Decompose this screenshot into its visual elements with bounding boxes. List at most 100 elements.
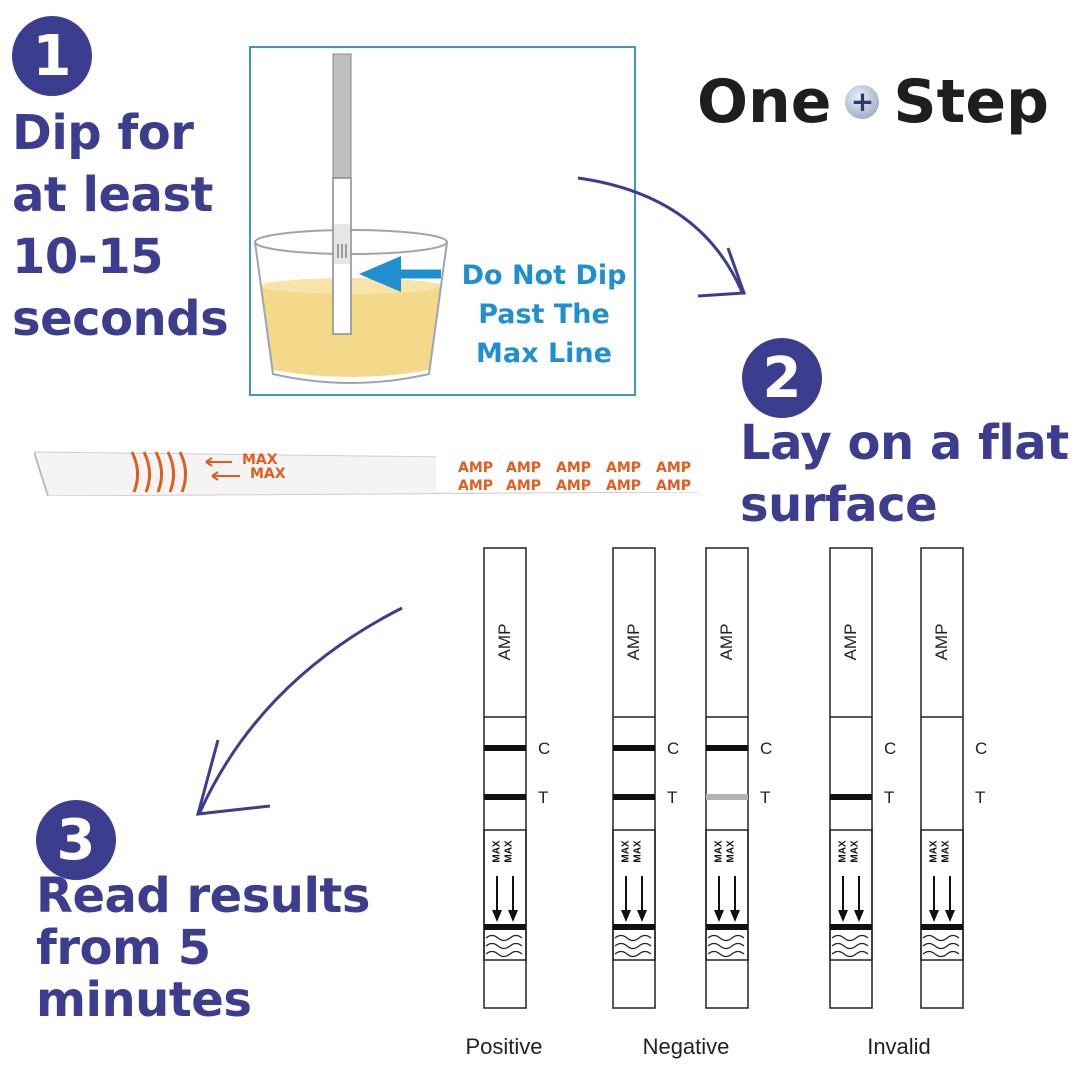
- cassette-body: [483, 547, 527, 1009]
- cassette-amp-label: AMP: [717, 623, 736, 661]
- result-category-invalid: Invalid: [867, 1034, 931, 1059]
- absorbent-wave: [831, 934, 869, 942]
- strip-amp-label: AMP: [458, 478, 494, 494]
- cassette-max-label: MAX: [928, 840, 940, 863]
- brand-word-step: Step: [893, 67, 1049, 137]
- absorbent-wave: [707, 950, 745, 958]
- control-line: [484, 745, 526, 751]
- absorbent-wave: [922, 942, 960, 950]
- strip-amp-label: AMP: [656, 460, 692, 476]
- step-1-text: Dip for at least 10-15 seconds: [12, 105, 229, 347]
- cassette-test-label: T: [884, 788, 895, 807]
- test-line: [830, 794, 872, 800]
- cup-and-strip-illustration: [254, 53, 448, 384]
- cassette-body: [705, 547, 749, 1009]
- cassette-control-label: C: [667, 739, 680, 758]
- cassette-control-label: C: [884, 739, 897, 758]
- strip-absorbent-arcs: [130, 451, 187, 493]
- max-arrow-head: [359, 256, 401, 292]
- cassette-control-label: C: [538, 739, 551, 758]
- absorbent-wave: [922, 934, 960, 942]
- cassette-max-label: MAX: [491, 840, 503, 863]
- cassette-sample-zone: [483, 829, 527, 961]
- step-1-badge: 1: [12, 16, 92, 96]
- cassette-max-label: MAX: [940, 840, 952, 863]
- max-line: [830, 924, 872, 930]
- step-3-number: 3: [56, 807, 96, 873]
- dip-instruction-text: Do Not Dip Past The Max Line: [461, 260, 627, 369]
- strip-amp-label: AMP: [606, 460, 642, 476]
- absorbent-wave: [614, 950, 652, 958]
- max-arrow-head: [637, 910, 647, 922]
- strip-shape: [34, 451, 698, 496]
- strip-amp-label: AMP: [506, 460, 542, 476]
- cassette-test-label: T: [975, 788, 986, 807]
- arrow-step2-to-step3: [198, 606, 403, 813]
- absorbent-wave: [614, 934, 652, 942]
- step-2-badge: 2: [742, 338, 822, 418]
- brand-logo: One + Step: [697, 62, 1049, 142]
- strip-amp-label: AMP: [606, 478, 642, 494]
- strip-amp-label: AMP: [656, 478, 692, 494]
- result-category-positive: Positive: [465, 1034, 543, 1059]
- max-arrow-head: [838, 910, 848, 922]
- max-arrow-head: [714, 910, 724, 922]
- step-3-badge: 3: [36, 800, 116, 880]
- max-line: [921, 924, 963, 930]
- max-arrow-head: [945, 910, 955, 922]
- cassette-body: [612, 547, 656, 1009]
- test-line: [484, 794, 526, 800]
- cassette-test-label: T: [760, 788, 771, 807]
- max-line: [613, 924, 655, 930]
- max-line: [706, 924, 748, 930]
- strip-max-label-2: MAX: [250, 466, 286, 482]
- control-line: [613, 745, 655, 751]
- strip-amp-label: AMP: [506, 478, 542, 494]
- test-line: [613, 794, 655, 800]
- max-arrow-head: [621, 910, 631, 922]
- step-2-text: Lay on a flat surface: [740, 415, 1069, 533]
- control-line: [706, 745, 748, 751]
- arrow-step1-to-step2: [577, 176, 744, 293]
- cassette-control-label: C: [975, 739, 988, 758]
- arrow-step2-to-step3-head: [195, 739, 271, 816]
- cassette-max-label: MAX: [632, 840, 644, 863]
- arrow-step1-to-step2-head: [697, 247, 747, 298]
- cassette-sample-zone: [829, 829, 873, 961]
- cassette-max-label: MAX: [725, 840, 737, 863]
- max-arrow-body: [401, 270, 441, 278]
- cassette-sample-zone: [612, 829, 656, 961]
- cassette-test-label: T: [667, 788, 678, 807]
- cassette-max-label: MAX: [620, 840, 632, 863]
- brand-word-one: One: [697, 67, 832, 137]
- step-3-text: Read results from 5 minutes: [36, 868, 370, 1028]
- cassette-test-label: T: [538, 788, 549, 807]
- max-arrow-head: [929, 910, 939, 922]
- step-1-number: 1: [32, 23, 72, 89]
- cassette-max-label: MAX: [713, 840, 725, 863]
- absorbent-wave: [707, 934, 745, 942]
- absorbent-wave: [485, 942, 523, 950]
- absorbent-wave: [485, 950, 523, 958]
- cassette-max-label: MAX: [849, 840, 861, 863]
- strip-amp-label: AMP: [556, 478, 592, 494]
- max-arrow-head: [508, 910, 518, 922]
- max-arrow-head: [730, 910, 740, 922]
- absorbent-wave: [614, 942, 652, 950]
- cassette-amp-label: AMP: [624, 623, 643, 661]
- strip-max-arrows: [205, 457, 240, 481]
- max-arrow-head: [854, 910, 864, 922]
- strip-amp-label: AMP: [458, 460, 494, 476]
- test-line-faint: [706, 794, 748, 800]
- step-2-number: 2: [762, 345, 802, 411]
- cassette-body: [920, 547, 964, 1009]
- strip-amp-label: AMP: [556, 460, 592, 476]
- absorbent-wave: [831, 950, 869, 958]
- max-arrow-head: [492, 910, 502, 922]
- cassette-body: [829, 547, 873, 1009]
- cassette-sample-zone: [920, 829, 964, 961]
- absorbent-wave: [485, 934, 523, 942]
- cup-outline: [254, 241, 448, 384]
